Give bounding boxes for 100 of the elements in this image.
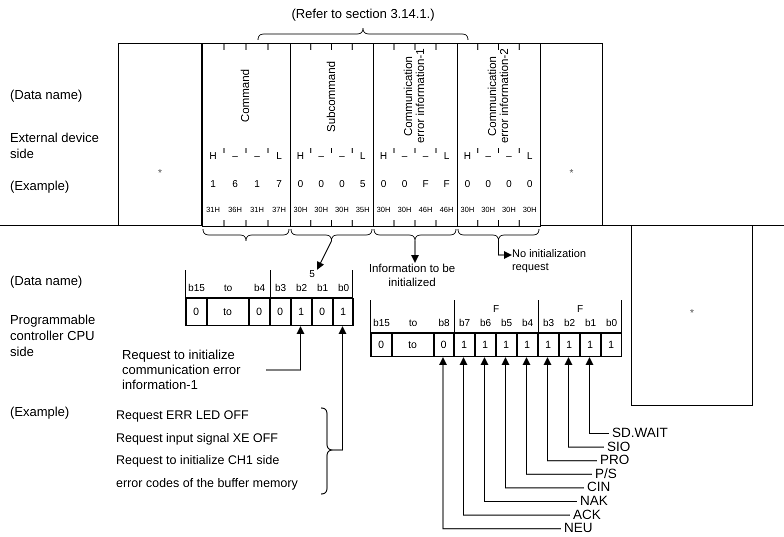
byte-position: H — [378, 151, 388, 162]
bit-number: b4 — [252, 283, 266, 294]
byte-position: L — [526, 151, 534, 162]
request-text: error codes of the buffer memory — [116, 476, 298, 490]
annotation: PRO — [600, 453, 680, 468]
field-name: Command — [240, 69, 252, 123]
leader-line — [586, 357, 610, 434]
frame-field — [540, 43, 603, 226]
bit-cell: 1 — [538, 333, 558, 357]
bit-cell: 1 — [474, 333, 496, 357]
byte-position: – — [317, 151, 325, 162]
bit-number: b1 — [584, 318, 598, 329]
asterisk-mark: * — [568, 168, 574, 179]
field-name: Communication error information-1 — [403, 48, 427, 146]
ascii-digit: 1 — [209, 179, 217, 190]
ascii-digit: 0 — [484, 179, 492, 190]
bit-cell: 0 — [434, 333, 454, 357]
ascii-digit: 1 — [253, 179, 261, 190]
request-text: Request to initialize CH1 side — [116, 453, 280, 467]
bit-number: b3 — [274, 283, 288, 294]
bit-cell: 1 — [496, 333, 516, 357]
arrow — [317, 240, 332, 270]
row-label: (Example) — [10, 178, 70, 194]
ascii-digit: 0 — [296, 179, 304, 190]
field-name: Subcommand — [326, 60, 338, 132]
bit-number: b2 — [294, 283, 308, 294]
frame-field — [373, 43, 457, 241]
ascii-digit: F — [442, 179, 451, 190]
bit-number: b6 — [478, 318, 492, 329]
hex-value: 5 — [308, 269, 316, 280]
row-label: (Example) — [10, 404, 70, 420]
byte-position: H — [296, 151, 305, 162]
byte-position: L — [358, 151, 366, 162]
bit-cell: 1 — [600, 333, 622, 357]
ascii-digit: 0 — [380, 179, 388, 190]
annotation: SIO — [607, 440, 687, 455]
ascii-digit: 0 — [464, 179, 472, 190]
bit-cell: 1 — [290, 298, 312, 326]
byte-position: – — [505, 151, 513, 162]
byte-position: L — [275, 151, 283, 162]
annotation: ACK — [573, 508, 653, 523]
bit-cell: 1 — [516, 333, 538, 357]
leader-line — [266, 326, 304, 370]
bit-number: b4 — [520, 318, 534, 329]
bit-number: to — [408, 318, 418, 329]
annotation: NEU — [564, 521, 644, 536]
annotation: No initialization request — [512, 248, 604, 276]
ascii-digit: 0 — [505, 179, 513, 190]
arrow — [411, 240, 419, 263]
ascii-digit: 7 — [275, 179, 283, 190]
bit-number: b15 — [372, 318, 391, 329]
ascii-digit: 0 — [400, 179, 408, 190]
asterisk-mark: * — [689, 308, 695, 319]
ascii-digit: F — [421, 179, 430, 190]
bit-number: b0 — [336, 283, 350, 294]
frame-field — [457, 43, 540, 241]
row-label: External device side — [10, 130, 100, 162]
bit-number: b5 — [500, 318, 514, 329]
bit-number: b7 — [458, 318, 472, 329]
bit-cell: 0 — [370, 333, 392, 357]
byte-position: L — [442, 151, 450, 162]
request-text: Request ERR LED OFF — [116, 408, 249, 422]
bit-cell: 1 — [454, 333, 474, 357]
field-name: Communication error information-2 — [486, 48, 510, 146]
row-label: (Data name) — [10, 87, 84, 103]
bit-cell: 0 — [186, 298, 206, 326]
frame-field — [290, 43, 373, 241]
annotation: CIN — [587, 480, 667, 496]
bit-number: b15 — [187, 283, 206, 294]
bit-cell: 1 — [332, 298, 354, 326]
row-label: Programmable controller CPU side — [10, 312, 96, 360]
ascii-digit: 0 — [338, 179, 346, 190]
request-text: Request input signal XE OFF — [116, 430, 278, 444]
ascii-digit: 0 — [317, 179, 325, 190]
ascii-digit: 5 — [358, 179, 366, 190]
bit-number: b0 — [604, 318, 618, 329]
bit-cell: to — [392, 333, 434, 357]
leader-line — [332, 326, 346, 450]
ascii-digit: 6 — [231, 179, 239, 190]
row-label: (Data name) — [10, 273, 84, 289]
bit-cell: 0 — [270, 298, 290, 326]
bit-table — [370, 300, 622, 357]
leader-line — [564, 357, 604, 448]
byte-position: H — [462, 151, 472, 162]
leader-line — [460, 357, 570, 516]
annotation: P/S — [595, 466, 675, 482]
bit-number: b8 — [437, 318, 451, 329]
leader-line — [480, 357, 578, 502]
leader-line — [544, 357, 598, 462]
bit-cell: 1 — [580, 333, 600, 357]
annotation: Information to be initialized — [356, 263, 468, 293]
bit-number: b2 — [562, 318, 576, 329]
leader-line — [522, 357, 592, 475]
byte-position: – — [484, 151, 492, 162]
byte-position: – — [338, 151, 346, 162]
byte-position: – — [231, 151, 239, 162]
reference-note: (Refer to section 3.14.1.) — [290, 6, 436, 21]
ascii-digit: 0 — [526, 179, 534, 190]
frame-field — [631, 225, 753, 406]
arrow — [498, 240, 512, 259]
